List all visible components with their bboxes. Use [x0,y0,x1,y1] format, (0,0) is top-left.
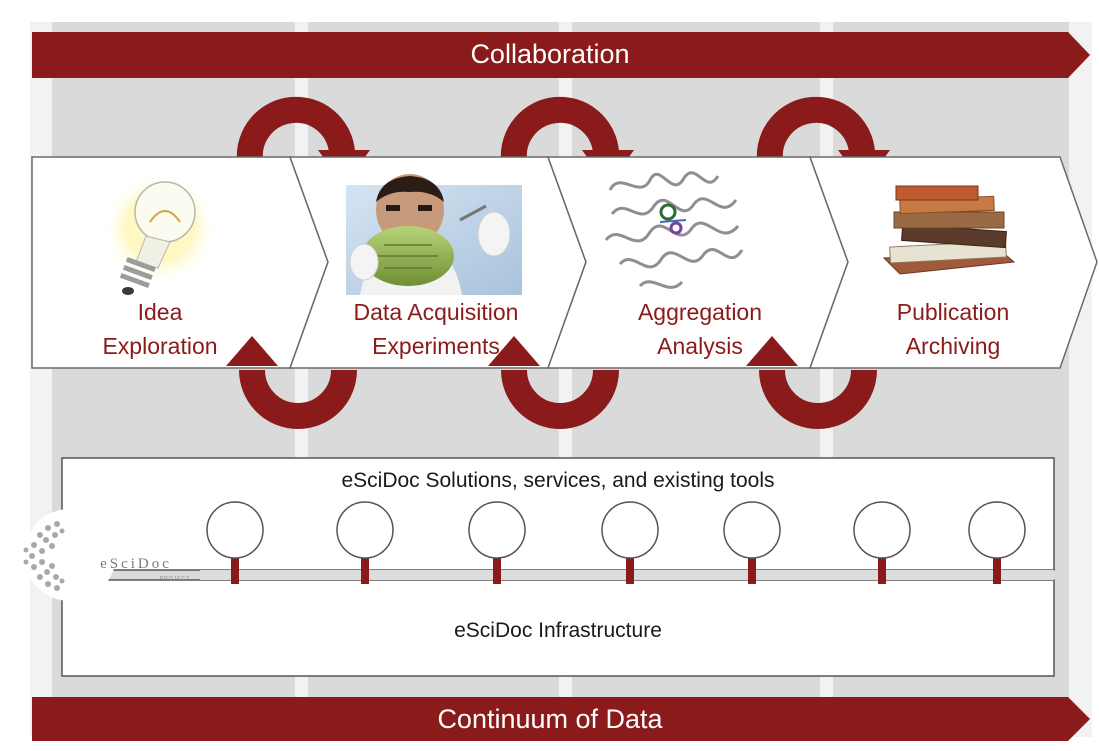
loop-arrowhead-bottom-1 [226,336,278,366]
tool-connectors [206,501,1026,584]
tool-plug-stem [748,558,756,584]
infrastructure-box [61,579,1055,677]
collaboration-banner [32,32,1090,78]
escidoc-logo-subtext: PROJECT [159,576,191,582]
continuum-banner [32,697,1090,741]
books-icon [882,185,1016,275]
upper-loop-arrows [236,96,875,162]
tool-connector [468,501,526,584]
loop-arrow-bottom-1 [239,369,357,429]
tool-connector [723,501,781,584]
tool-socket-circle [468,501,526,559]
loop-arrow-top-3 [756,96,875,162]
protein-structure-icon [604,171,744,289]
tool-connector [336,501,394,584]
loop-arrowhead-bottom-2 [488,336,540,366]
tool-socket-circle [968,501,1026,559]
collaboration-label: Collaboration [470,39,630,69]
tool-socket-circle [723,501,781,559]
tool-plug-stem [493,558,501,584]
lower-loop-arrows [239,369,877,429]
escidoc-logo-icon [23,509,116,601]
tool-connector [968,501,1026,584]
tool-plug-stem [993,558,1001,584]
escidoc-logo-text: eSciDoc [100,556,172,572]
tool-plug-stem [361,558,369,584]
tool-connector [601,501,659,584]
tool-socket-circle [601,501,659,559]
scientist-icon [346,174,522,295]
tool-socket-circle [853,501,911,559]
loop-arrow-top-2 [500,96,619,162]
tool-socket-circle [206,501,264,559]
loop-arrow-top-1 [236,96,355,162]
loop-arrow-bottom-2 [501,369,619,429]
tool-plug-stem [626,558,634,584]
solutions-box-label: eSciDoc Solutions, services, and existin… [341,469,775,492]
tool-connector [206,501,264,584]
lower-loop-arrowheads [226,336,798,366]
tool-plug-stem [878,558,886,584]
tool-plug-stem [231,558,239,584]
lightbulb-icon [102,172,218,295]
continuum-of-data-label: Continuum of Data [437,704,663,734]
tool-connector [853,501,911,584]
tool-socket-circle [336,501,394,559]
infrastructure-box-label: eSciDoc Infrastructure [454,619,662,642]
loop-arrow-bottom-3 [759,369,877,429]
loop-arrowhead-bottom-3 [746,336,798,366]
